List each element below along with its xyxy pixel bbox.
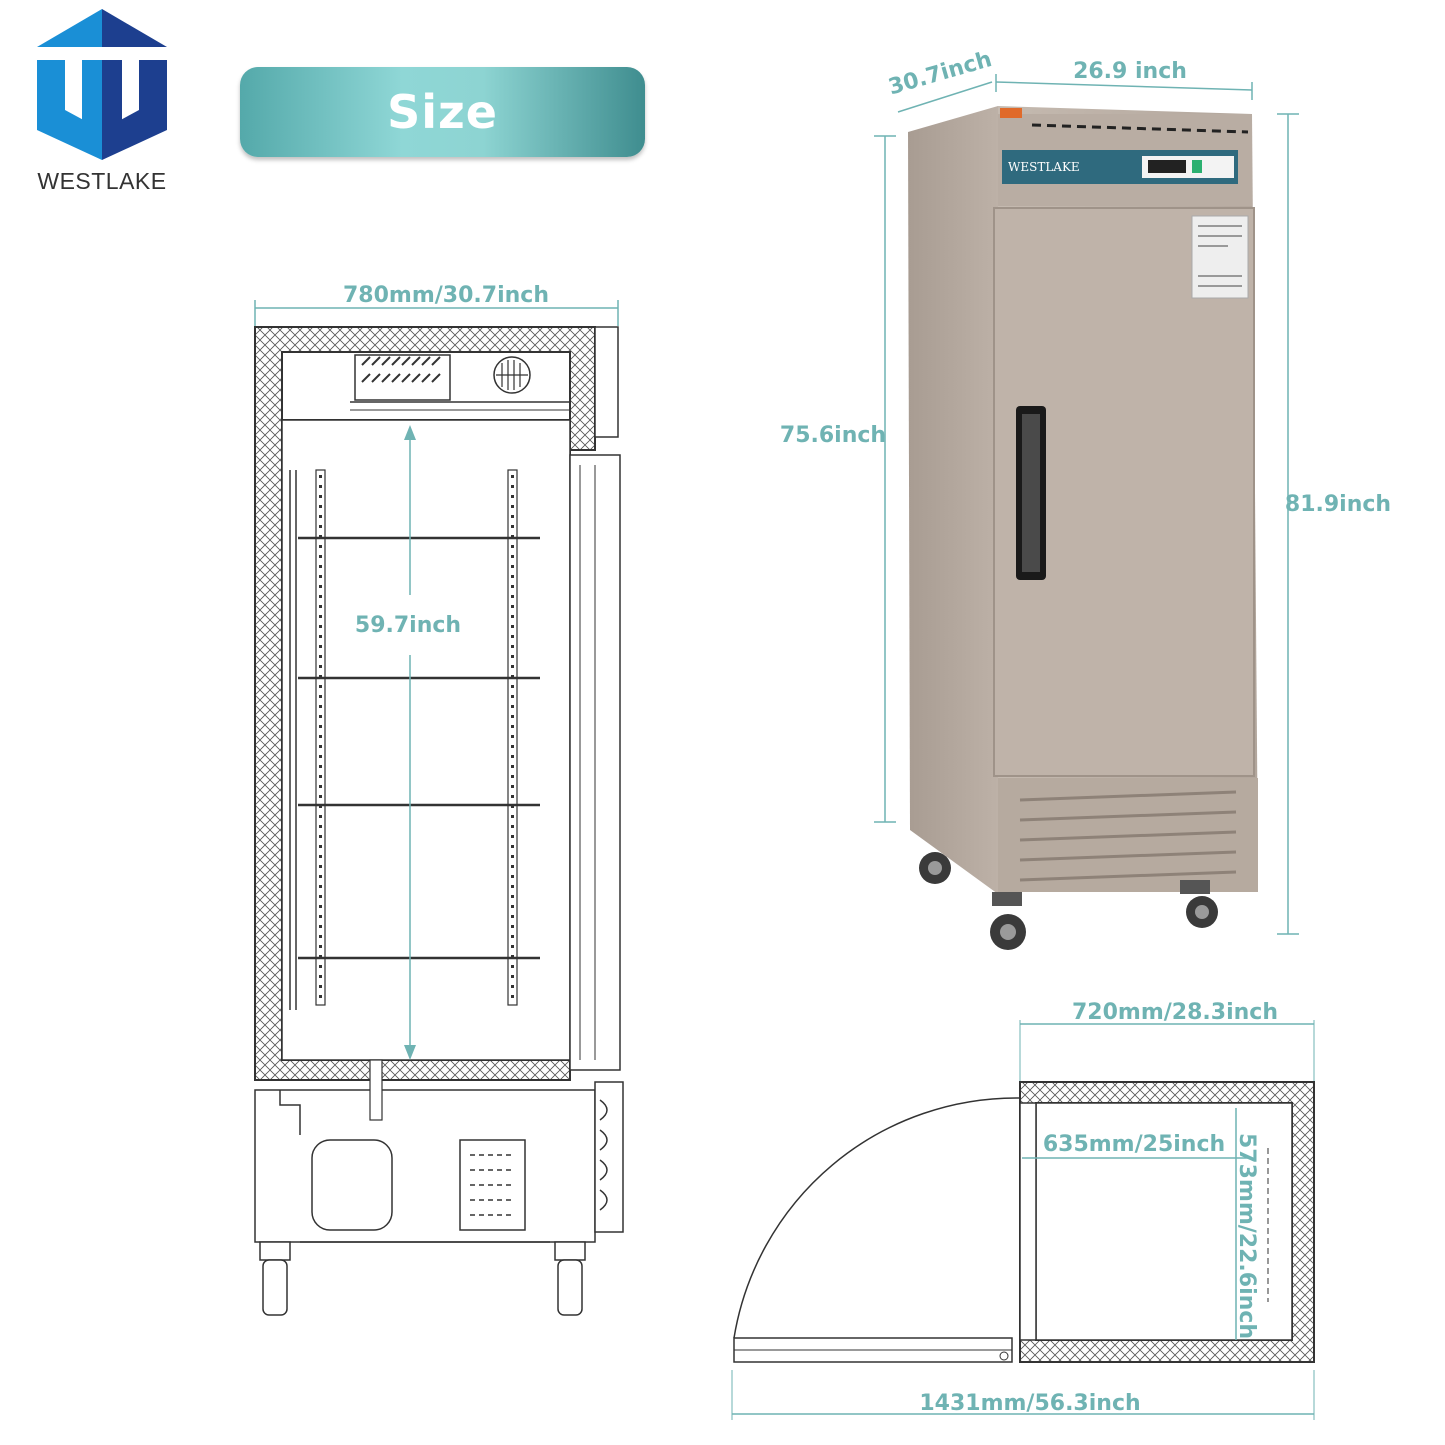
total-height-label: 81.9inch [1285,492,1391,517]
inner-depth-label: 573mm/22.6inch [1234,1133,1259,1339]
brand-name: WESTLAKE [37,168,166,194]
cabinet-side [908,106,998,894]
caster-front-left [990,892,1026,950]
front-width-label: 780mm/30.7inch [343,283,549,308]
door-label-sticker [1191,215,1249,299]
top-view-diagram: 720mm/28.3inch 635mm/25inch 573mm/22.6in… [731,1000,1315,1420]
size-banner: Size [240,67,645,157]
body-height-label: 75.6inch [780,423,886,448]
caster-right [554,1241,586,1316]
width-dim-line [995,81,1253,91]
logo-stem-left [82,60,102,135]
westlake-logo: WESTLAKE [37,9,167,194]
logo-roof-right [102,9,167,47]
cabinet-interior [281,419,571,1061]
compressor-compartment [254,1089,596,1243]
door-swing-label: 1431mm/56.3inch [919,1391,1140,1416]
depth-dim-line [897,81,993,113]
shelves [298,536,540,960]
compressor [311,1139,393,1231]
caster-back-left [919,852,951,884]
top-view-interior [1035,1102,1293,1341]
caster-front-right [1180,880,1218,928]
inner-width-label: 635mm/25inch [1043,1132,1225,1157]
logo-roof-left [37,9,102,47]
depth-label: 30.7inch [886,47,995,100]
door-swing-arc [733,1097,1021,1339]
inner-height-label: 59.7inch [355,613,461,638]
product-photo: 30.7inch 26.9 inch 75.6inch 81.9inch WES… [780,47,1391,950]
width-label: 26.9 inch [1073,59,1187,84]
front-section-diagram: 780mm/30.7inch 59.7inch [254,283,624,1316]
caster-left [259,1241,291,1316]
temperature-display [1148,160,1186,173]
panel-brand-text: WESTLAKE [1008,160,1080,174]
outer-width-label: 720mm/28.3inch [1072,1000,1278,1025]
logo-stem-right [102,60,122,135]
banner-title: Size [387,85,498,139]
